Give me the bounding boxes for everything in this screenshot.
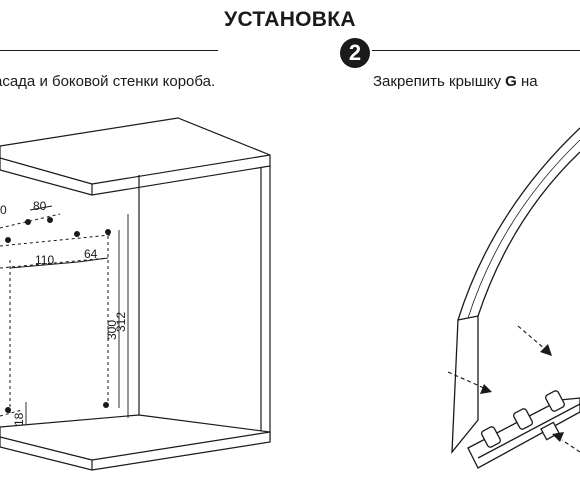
- drill-point: [74, 231, 80, 237]
- cabinet-bottom-front: [0, 436, 93, 461]
- base-rail-edge: [477, 403, 580, 459]
- dim-label-312: 312: [114, 312, 128, 332]
- dim-label-110: 110: [35, 253, 54, 267]
- instruction-left: асада и боковой стенки короба.: [0, 73, 216, 90]
- instruction-right-prefix: Закрепить крышку: [373, 73, 506, 90]
- instruction-right: Закрепить крышку G на: [373, 73, 538, 90]
- guide-lower: [0, 409, 23, 417]
- arrow-head: [552, 432, 564, 442]
- arched-cover-outer: [457, 127, 580, 321]
- guide-mid: [0, 257, 109, 269]
- cover-side-plate: [451, 315, 479, 454]
- drill-point: [5, 237, 11, 243]
- hinge-knuckle: [545, 390, 565, 412]
- header-rule-right: [372, 50, 580, 51]
- dim-110-line: [9, 261, 79, 269]
- drill-point: [47, 217, 53, 223]
- guide-upper-2: [0, 234, 111, 247]
- arched-cover-inner: [477, 151, 580, 317]
- arched-cover-edge: [467, 139, 580, 319]
- drill-point: [105, 229, 111, 235]
- dim-label-80: 80: [33, 199, 47, 213]
- dim-64-line: [77, 257, 109, 263]
- instruction-right-suffix: на: [516, 73, 538, 90]
- header-rule-left: [0, 50, 218, 51]
- drill-point: [25, 219, 31, 225]
- cabinet-bottom-panel: [0, 414, 271, 471]
- dim-label-0: 0: [0, 203, 7, 217]
- page-title: УСТАНОВКА: [224, 8, 356, 31]
- cabinet-top-front-edge-2: [91, 154, 271, 185]
- cabinet-top-front-edge: [0, 157, 93, 185]
- instruction-right-part-letter: G: [505, 73, 517, 90]
- step-number-badge: 2: [340, 38, 370, 68]
- cabinet-bottom-front-2: [91, 431, 271, 461]
- dim-label-18: 18: [12, 412, 26, 426]
- arrow-dashed: [517, 325, 547, 351]
- hinge-knuckle: [513, 408, 533, 430]
- drill-point: [5, 407, 11, 413]
- arrow-head: [480, 384, 492, 394]
- arrow-head: [540, 344, 552, 356]
- hinge-knuckle: [481, 426, 501, 448]
- arrow-dashed: [561, 439, 580, 453]
- dim-label-300: 300: [105, 320, 119, 340]
- dim-80-line: [29, 205, 53, 211]
- drill-point: [103, 402, 109, 408]
- dim-label-64: 64: [84, 247, 98, 261]
